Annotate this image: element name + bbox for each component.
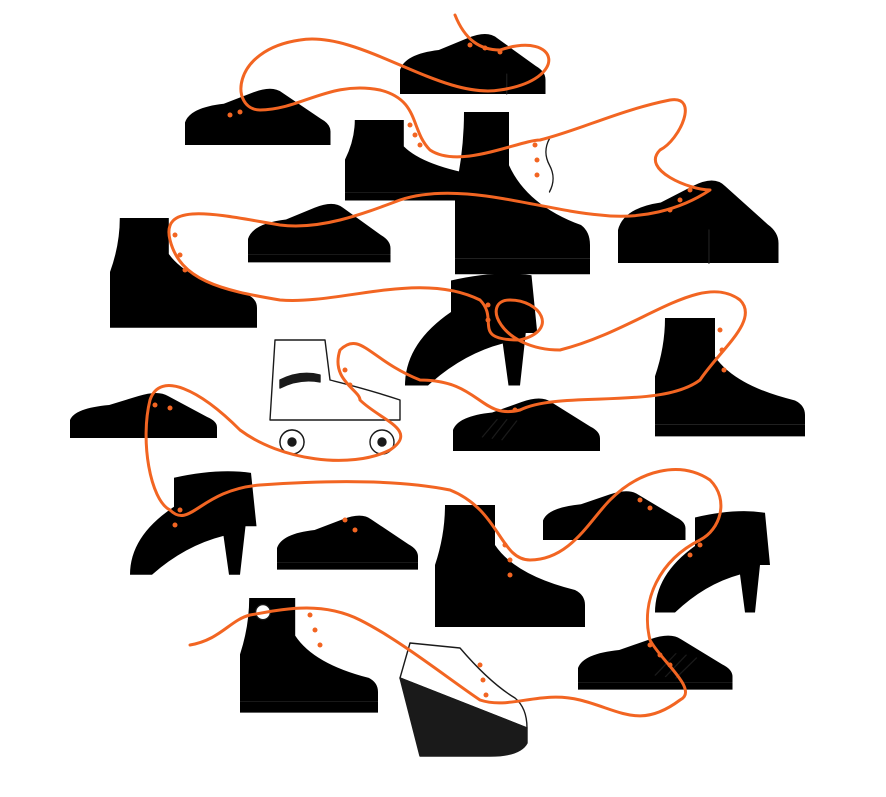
shoe-sneaker-right [618, 180, 779, 264]
eyelet [637, 497, 643, 503]
shoe-high-heel [405, 273, 538, 386]
eyelet [412, 132, 418, 138]
shoe-work-boot [110, 218, 257, 328]
eyelet [342, 517, 348, 523]
eyelet [342, 367, 348, 373]
shoe-slip-on [543, 491, 686, 540]
shoe-combat-boot [655, 318, 805, 437]
eyelet [352, 527, 358, 533]
eyelet [417, 142, 423, 148]
eyelet [507, 557, 513, 563]
shoe-loafer [185, 88, 331, 145]
eyelet [483, 692, 489, 698]
eyelet [177, 507, 183, 513]
eyelet [667, 207, 673, 213]
eyelet [482, 45, 488, 51]
shoe-sneaker-top [400, 34, 546, 95]
eyelet [719, 347, 725, 353]
eyelet [502, 542, 508, 548]
eyelet [687, 552, 693, 558]
eyelet [657, 652, 663, 658]
eyelet [534, 157, 540, 163]
lace-eyelets [152, 42, 727, 698]
eyelet [237, 109, 243, 115]
eyelet [677, 197, 683, 203]
shoe-sneaker-middle [277, 515, 418, 570]
eyelet [717, 327, 723, 333]
eyelet [507, 572, 513, 578]
eyelet [721, 367, 727, 373]
eyelet [177, 252, 183, 258]
eyelet [532, 142, 538, 148]
eyelet [317, 642, 323, 648]
shoe-striped-trainer [453, 398, 600, 451]
eyelet [480, 677, 486, 683]
eyelet [534, 172, 540, 178]
eyelet [697, 542, 703, 548]
eyelet [647, 642, 653, 648]
eyelet [512, 407, 518, 413]
eyelet [152, 402, 158, 408]
eyelet [172, 522, 178, 528]
eyelet [182, 267, 188, 273]
eyelet [307, 612, 313, 618]
shoe-roller-skate [269, 339, 401, 455]
eyelet [485, 302, 491, 308]
shoe-three-stripe-sneaker [578, 635, 733, 690]
shoe-loafer-left [70, 393, 217, 438]
eyelet [485, 317, 491, 323]
shoe-tall-boot [455, 112, 590, 275]
eyelet [227, 112, 233, 118]
eyelet [467, 42, 473, 48]
eyelet [172, 232, 178, 238]
eyelet [497, 49, 503, 55]
eyelet [647, 505, 653, 511]
eyelet [347, 382, 353, 388]
eyelet [407, 122, 413, 128]
orange-lace [144, 13, 747, 718]
shoe-wedge [399, 642, 528, 757]
eyelet [312, 627, 318, 633]
eyelet [167, 405, 173, 411]
shoe-heel-bootie [130, 471, 257, 575]
eyelet [477, 662, 483, 668]
eyelet [687, 187, 693, 193]
eyelet [667, 662, 673, 668]
